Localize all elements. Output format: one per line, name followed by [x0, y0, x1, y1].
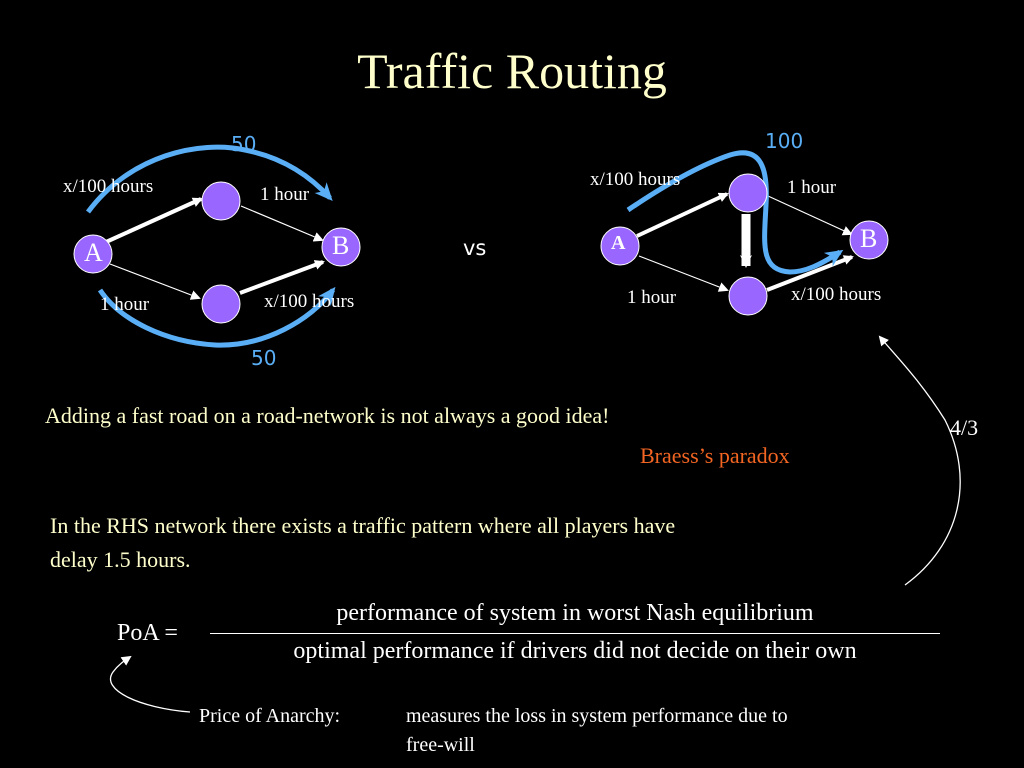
- right-node-b: [849, 220, 889, 260]
- right-flow-top-label: 100: [765, 129, 804, 153]
- left-node-top: [201, 181, 241, 221]
- statement-text: Adding a fast road on a road-network is …: [45, 403, 610, 428]
- left-flow-bottom-label: 50: [251, 346, 277, 370]
- right-node-a: [600, 226, 640, 266]
- poa-pointer-arrow: [110, 655, 191, 713]
- poa-lhs: PoA =: [117, 620, 178, 646]
- left-edge-a-top: [105, 197, 203, 244]
- left-top-left-edge-label: x/100 hours: [63, 176, 154, 197]
- poa-fraction: performance of system in worst Nash equi…: [210, 600, 940, 665]
- right-top-left-edge-label: x/100 hours: [590, 169, 681, 190]
- right-edge-a-top: [636, 192, 729, 238]
- left-edge-bottom-b: [239, 260, 325, 295]
- left-node-a: [73, 234, 113, 274]
- right-bottom-left-edge-label: 1 hour: [627, 287, 677, 308]
- left-flow-top-label: 50: [231, 132, 257, 156]
- left-bottom-left-edge-label: 1 hour: [100, 294, 150, 315]
- rhs-text-line1: In the RHS network there exists a traffi…: [50, 513, 676, 538]
- ratio-pointer-arrow: [878, 335, 961, 586]
- left-node-bottom: [201, 284, 241, 324]
- poa-definition-label: Price of Anarchy:: [199, 705, 341, 727]
- poa-fraction-bar: [210, 633, 940, 634]
- right-edge-top-b: [767, 195, 853, 236]
- left-bottom-right-edge-label: x/100 hours: [264, 291, 355, 312]
- poa-definition-line1: measures the loss in system performance …: [406, 705, 788, 727]
- poa-denominator: optimal performance if drivers did not d…: [293, 638, 857, 664]
- paradox-label: Braess’s paradox: [640, 443, 790, 468]
- page-title: Traffic Routing: [357, 43, 667, 99]
- left-node-b-label: B: [332, 231, 350, 260]
- poa-definition-line2: free-will: [406, 734, 475, 756]
- left-top-right-edge-label: 1 hour: [260, 184, 310, 205]
- right-top-right-edge-label: 1 hour: [787, 177, 837, 198]
- right-edge-a-bottom: [638, 255, 729, 292]
- left-edge-a-bottom: [109, 263, 201, 300]
- right-node-b-label: B: [860, 224, 878, 253]
- poa-numerator: performance of system in worst Nash equi…: [336, 600, 814, 626]
- right-node-a-label: A: [611, 232, 626, 254]
- vs-label: vs: [463, 236, 487, 260]
- left-edge-top-b: [240, 205, 324, 242]
- ratio-label: 4/3: [950, 415, 979, 440]
- left-flow-bottom-arrow: [97, 286, 336, 348]
- left-node-a-label: A: [84, 238, 103, 267]
- left-flow-top-arrow: [85, 144, 333, 214]
- right-bottom-right-edge-label: x/100 hours: [791, 284, 882, 305]
- rhs-text-line2: delay 1.5 hours.: [50, 547, 191, 572]
- right-node-bottom: [728, 276, 768, 316]
- right-node-top: [728, 173, 768, 213]
- left-node-b: [321, 227, 361, 267]
